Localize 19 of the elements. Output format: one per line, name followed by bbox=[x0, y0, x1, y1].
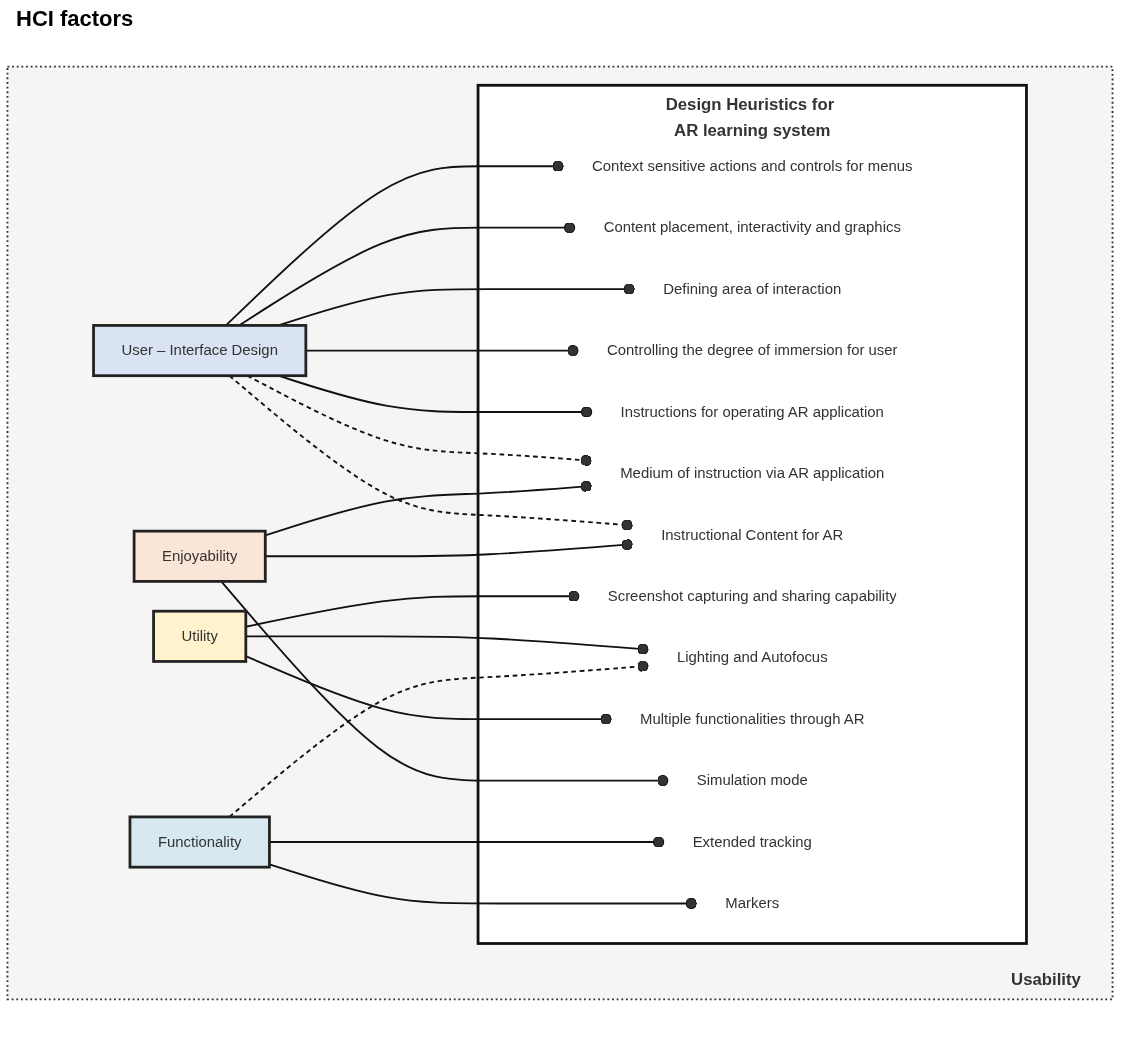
node-text: Content placement, interactivity and graphics bbox=[603, 219, 901, 236]
node-text: Defining area of interaction bbox=[663, 280, 842, 297]
node-text: Controlling the degree of immersion for user bbox=[606, 342, 898, 359]
node-box: User – Interface Design bbox=[92, 324, 308, 378]
node-text: Medium of instruction via AR application bbox=[620, 465, 885, 481]
node-text: Lighting and Autofocus bbox=[676, 649, 828, 666]
node-text: Screenshot capturing and sharing capability bbox=[607, 587, 897, 604]
node-box: Enjoyability bbox=[132, 529, 267, 583]
node-box: Functionality bbox=[128, 815, 271, 869]
connector bbox=[268, 863, 699, 910]
node-text: Extended tracking bbox=[692, 833, 812, 850]
node-text: Context sensitive actions and controls for menus bbox=[592, 157, 913, 174]
column-heading: HCI factors bbox=[16, 6, 134, 32]
node-text: Markers bbox=[725, 895, 780, 911]
node-text: Simulation mode bbox=[696, 772, 808, 789]
node-text: Instructions for operating AR application bbox=[620, 403, 884, 420]
node-box: Utility bbox=[152, 609, 248, 663]
node-text: Multiple functionalities through AR bbox=[640, 710, 865, 727]
node-text: Instructional Content for AR bbox=[661, 526, 844, 543]
